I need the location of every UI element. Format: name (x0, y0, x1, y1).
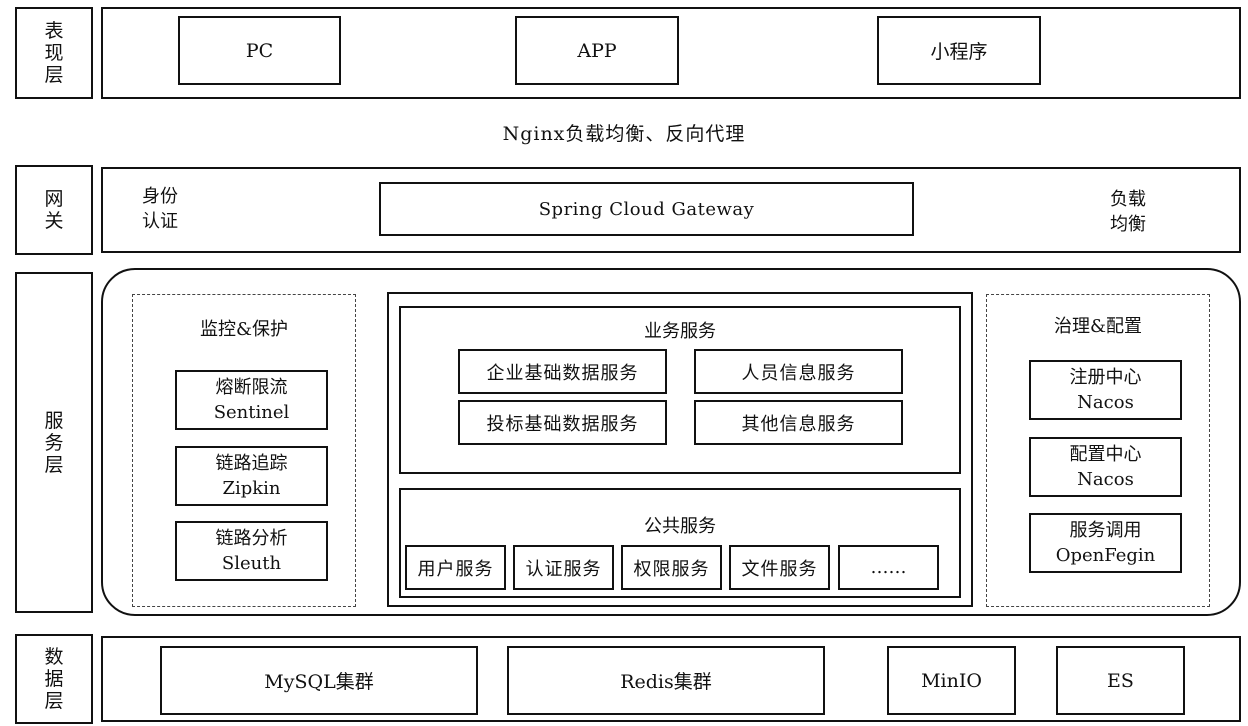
file-service: 文件服务 (729, 545, 830, 590)
presentation-layer-label: 表 现 层 (15, 7, 93, 99)
config-center-box: 配置中心 Nacos (1029, 437, 1182, 497)
permission-service: 权限服务 (621, 545, 722, 590)
other-info-service: 其他信息服务 (694, 400, 903, 445)
identity-auth-note: 身份 认证 (142, 186, 178, 232)
registry-center-box: 注册中心 Nacos (1029, 360, 1182, 420)
es-box: ES (1056, 646, 1185, 715)
mysql-cluster-box: MySQL集群 (160, 646, 478, 715)
auth-service: 认证服务 (513, 545, 614, 590)
more-services: …… (838, 545, 939, 590)
service-layer-label: 服 务 层 (15, 272, 93, 613)
zipkin-box: 链路追踪 Zipkin (175, 446, 328, 506)
miniprogram-box: 小程序 (877, 16, 1041, 85)
data-layer-label: 数 据 层 (15, 634, 93, 724)
sleuth-box: 链路分析 Sleuth (175, 521, 328, 581)
monitor-panel (132, 294, 356, 607)
bidding-data-service: 投标基础数据服务 (458, 400, 667, 445)
public-title: 公共服务 (644, 516, 716, 537)
sentinel-box: 熔断限流 Sentinel (175, 370, 328, 430)
minio-box: MinIO (887, 646, 1016, 715)
personnel-info-service: 人员信息服务 (694, 349, 903, 394)
governance-panel (986, 294, 1210, 607)
redis-cluster-box: Redis集群 (507, 646, 825, 715)
monitor-title: 监控&保护 (199, 319, 289, 340)
load-balance-note: 负载 均衡 (1110, 189, 1146, 235)
gateway-layer-label: 网 关 (15, 165, 93, 255)
app-box: APP (515, 16, 679, 85)
business-title: 业务服务 (644, 321, 716, 342)
spring-cloud-gateway-box: Spring Cloud Gateway (379, 182, 914, 236)
pc-box: PC (178, 16, 341, 85)
service-invocation-box: 服务调用 OpenFegin (1029, 513, 1182, 573)
user-service: 用户服务 (405, 545, 506, 590)
nginx-label: Nginx负载均衡、反向代理 (502, 122, 746, 145)
governance-title: 治理&配置 (1053, 316, 1143, 337)
enterprise-data-service: 企业基础数据服务 (458, 349, 667, 394)
